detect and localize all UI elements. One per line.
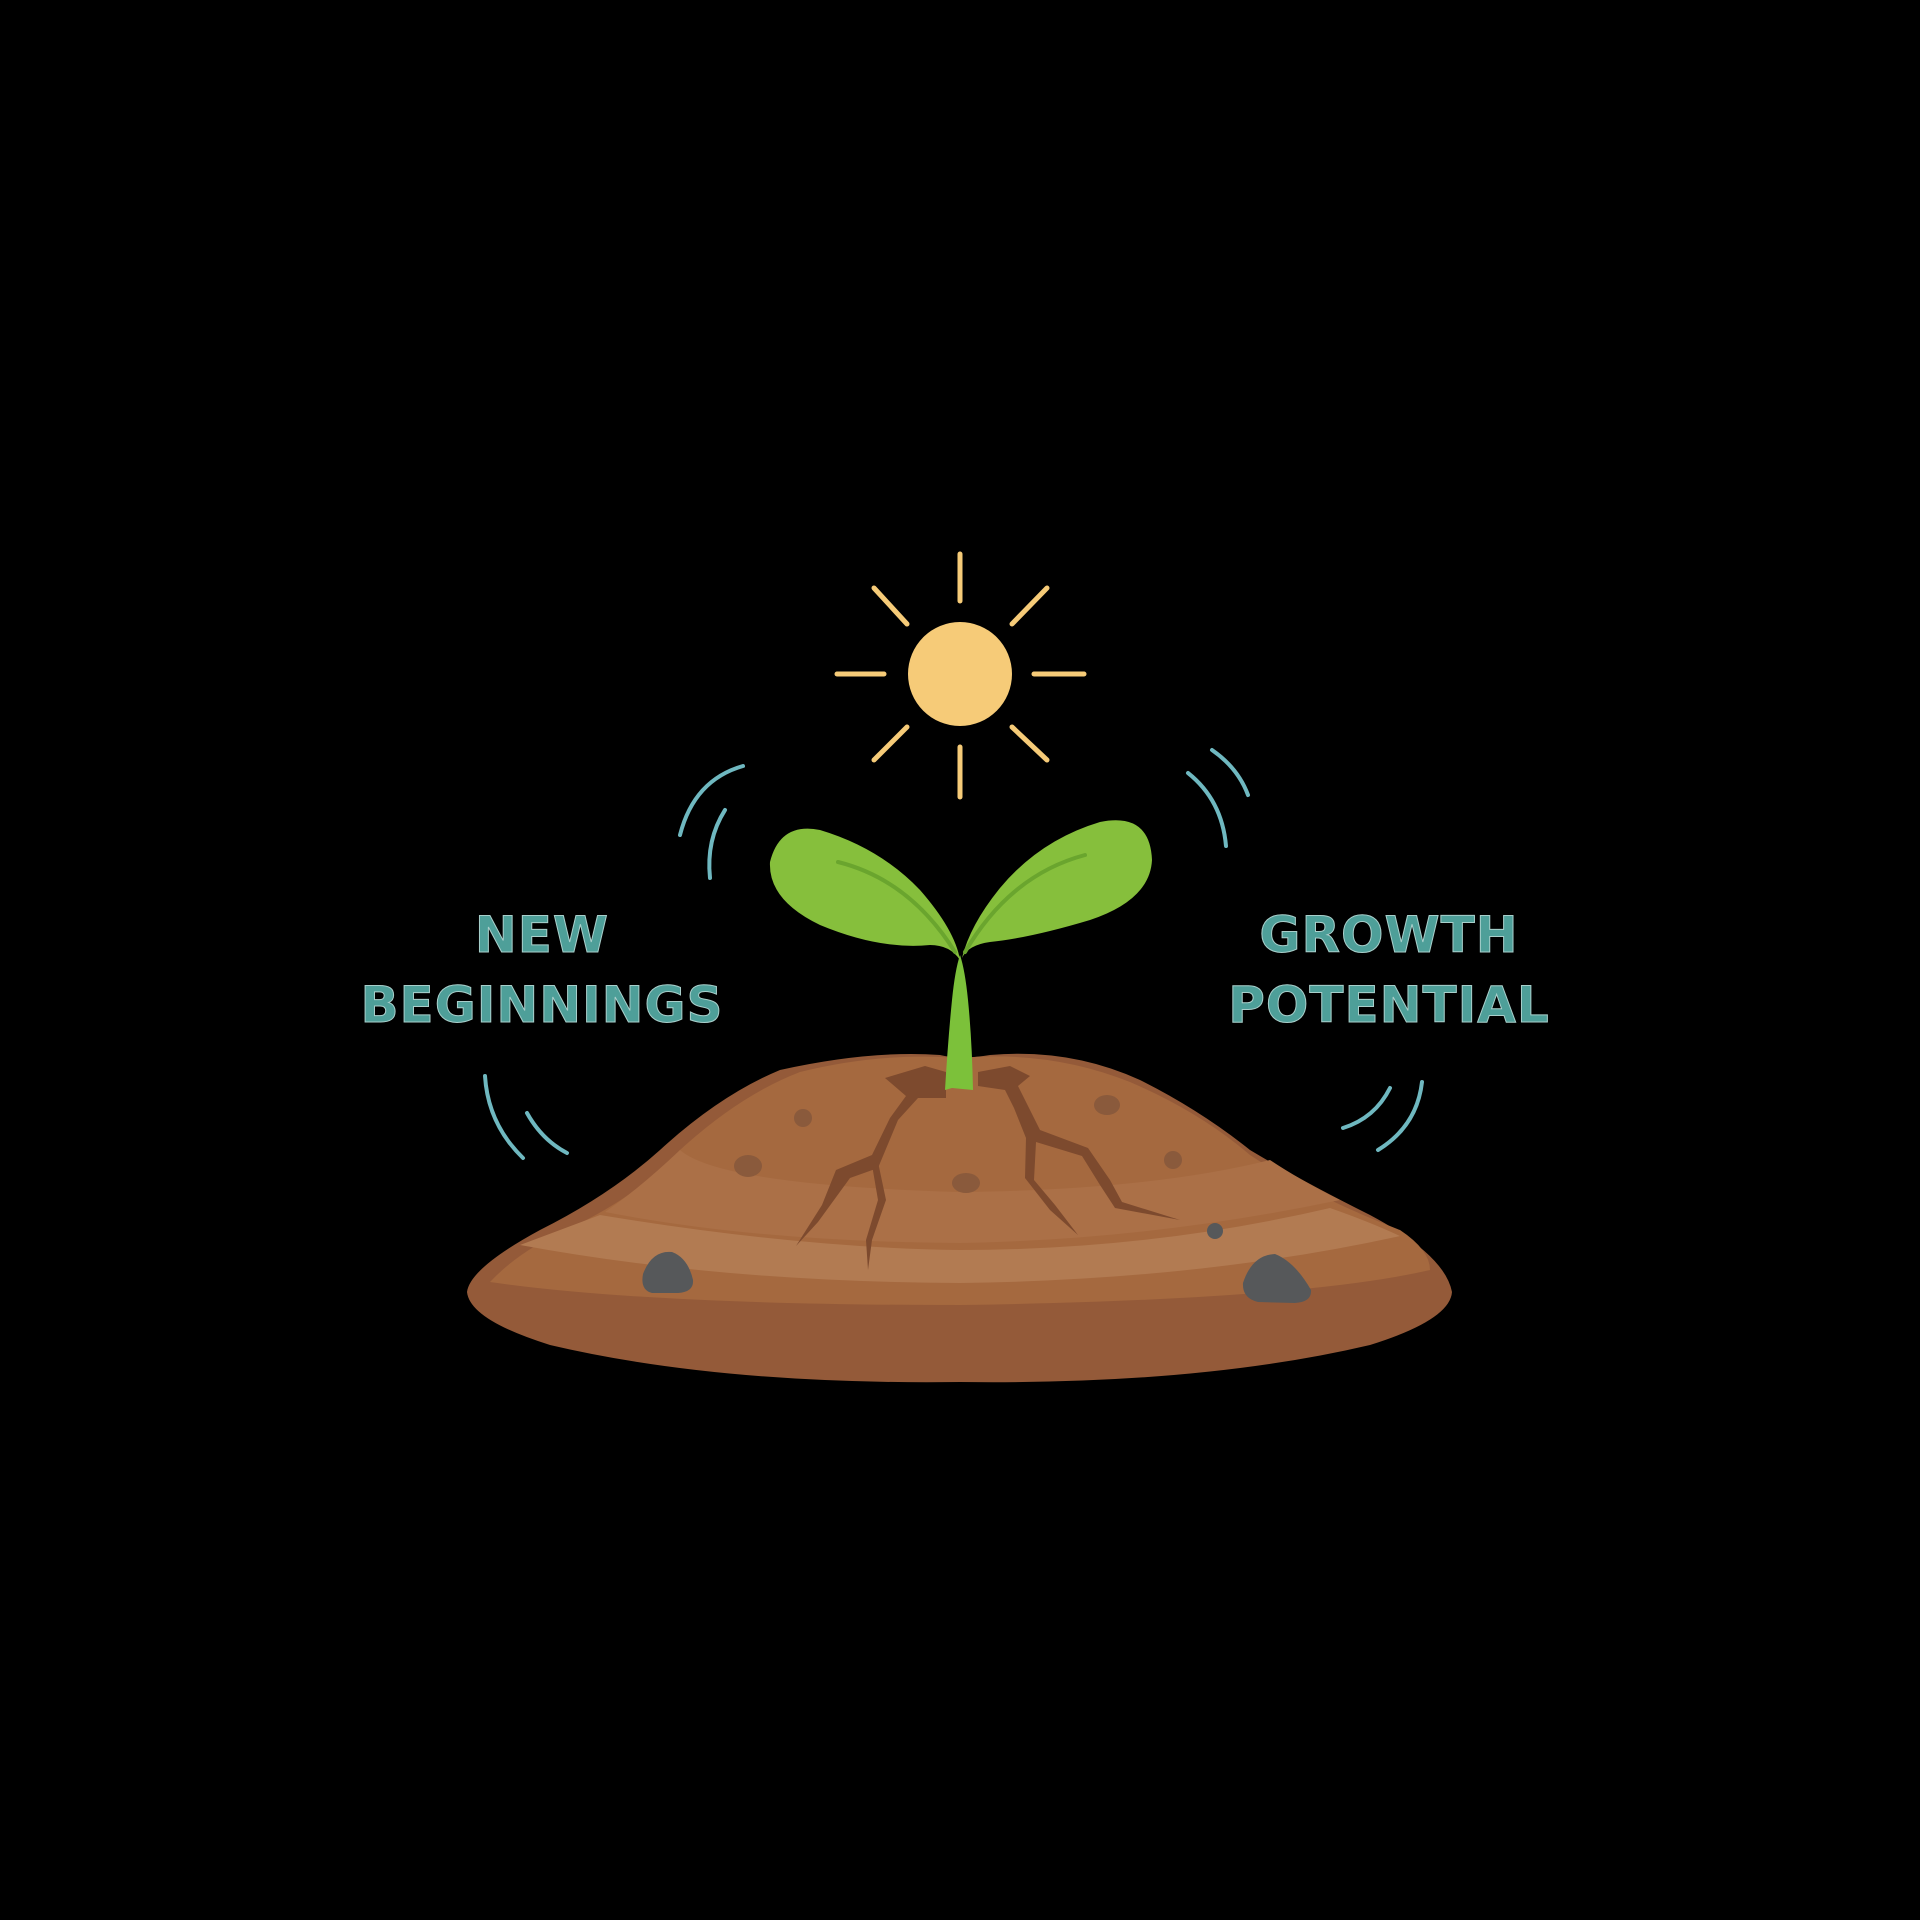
rock-left <box>642 1251 694 1293</box>
sun-icon <box>834 551 1087 800</box>
soil-mound <box>467 1053 1452 1383</box>
sprout-icon <box>769 820 1152 1090</box>
motion-arc-icon <box>483 748 1424 1160</box>
label-right: GROWTH POTENTIAL <box>1228 906 1550 1035</box>
label-growth: GROWTH <box>1259 906 1518 964</box>
label-potential: POTENTIAL <box>1228 976 1550 1034</box>
label-left: NEW BEGINNINGS <box>360 906 723 1035</box>
rock-right <box>1242 1254 1312 1303</box>
label-beginnings: BEGINNINGS <box>360 976 723 1034</box>
label-new: NEW <box>475 906 609 964</box>
